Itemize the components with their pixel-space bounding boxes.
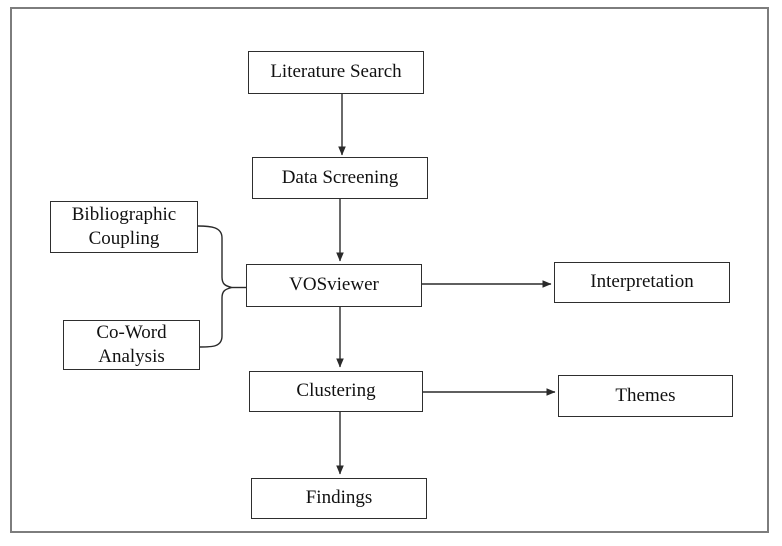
node-themes: Themes [558,375,733,417]
node-bibliographic-coupling: Bibliographic Coupling [50,201,198,253]
node-literature-search: Literature Search [248,51,424,94]
node-co-word-analysis: Co-Word Analysis [63,320,200,370]
diagram-frame [10,7,769,533]
node-data-screening: Data Screening [252,157,428,199]
node-findings: Findings [251,478,427,519]
node-vosviewer: VOSviewer [246,264,422,307]
node-interpretation: Interpretation [554,262,730,303]
node-clustering: Clustering [249,371,423,412]
